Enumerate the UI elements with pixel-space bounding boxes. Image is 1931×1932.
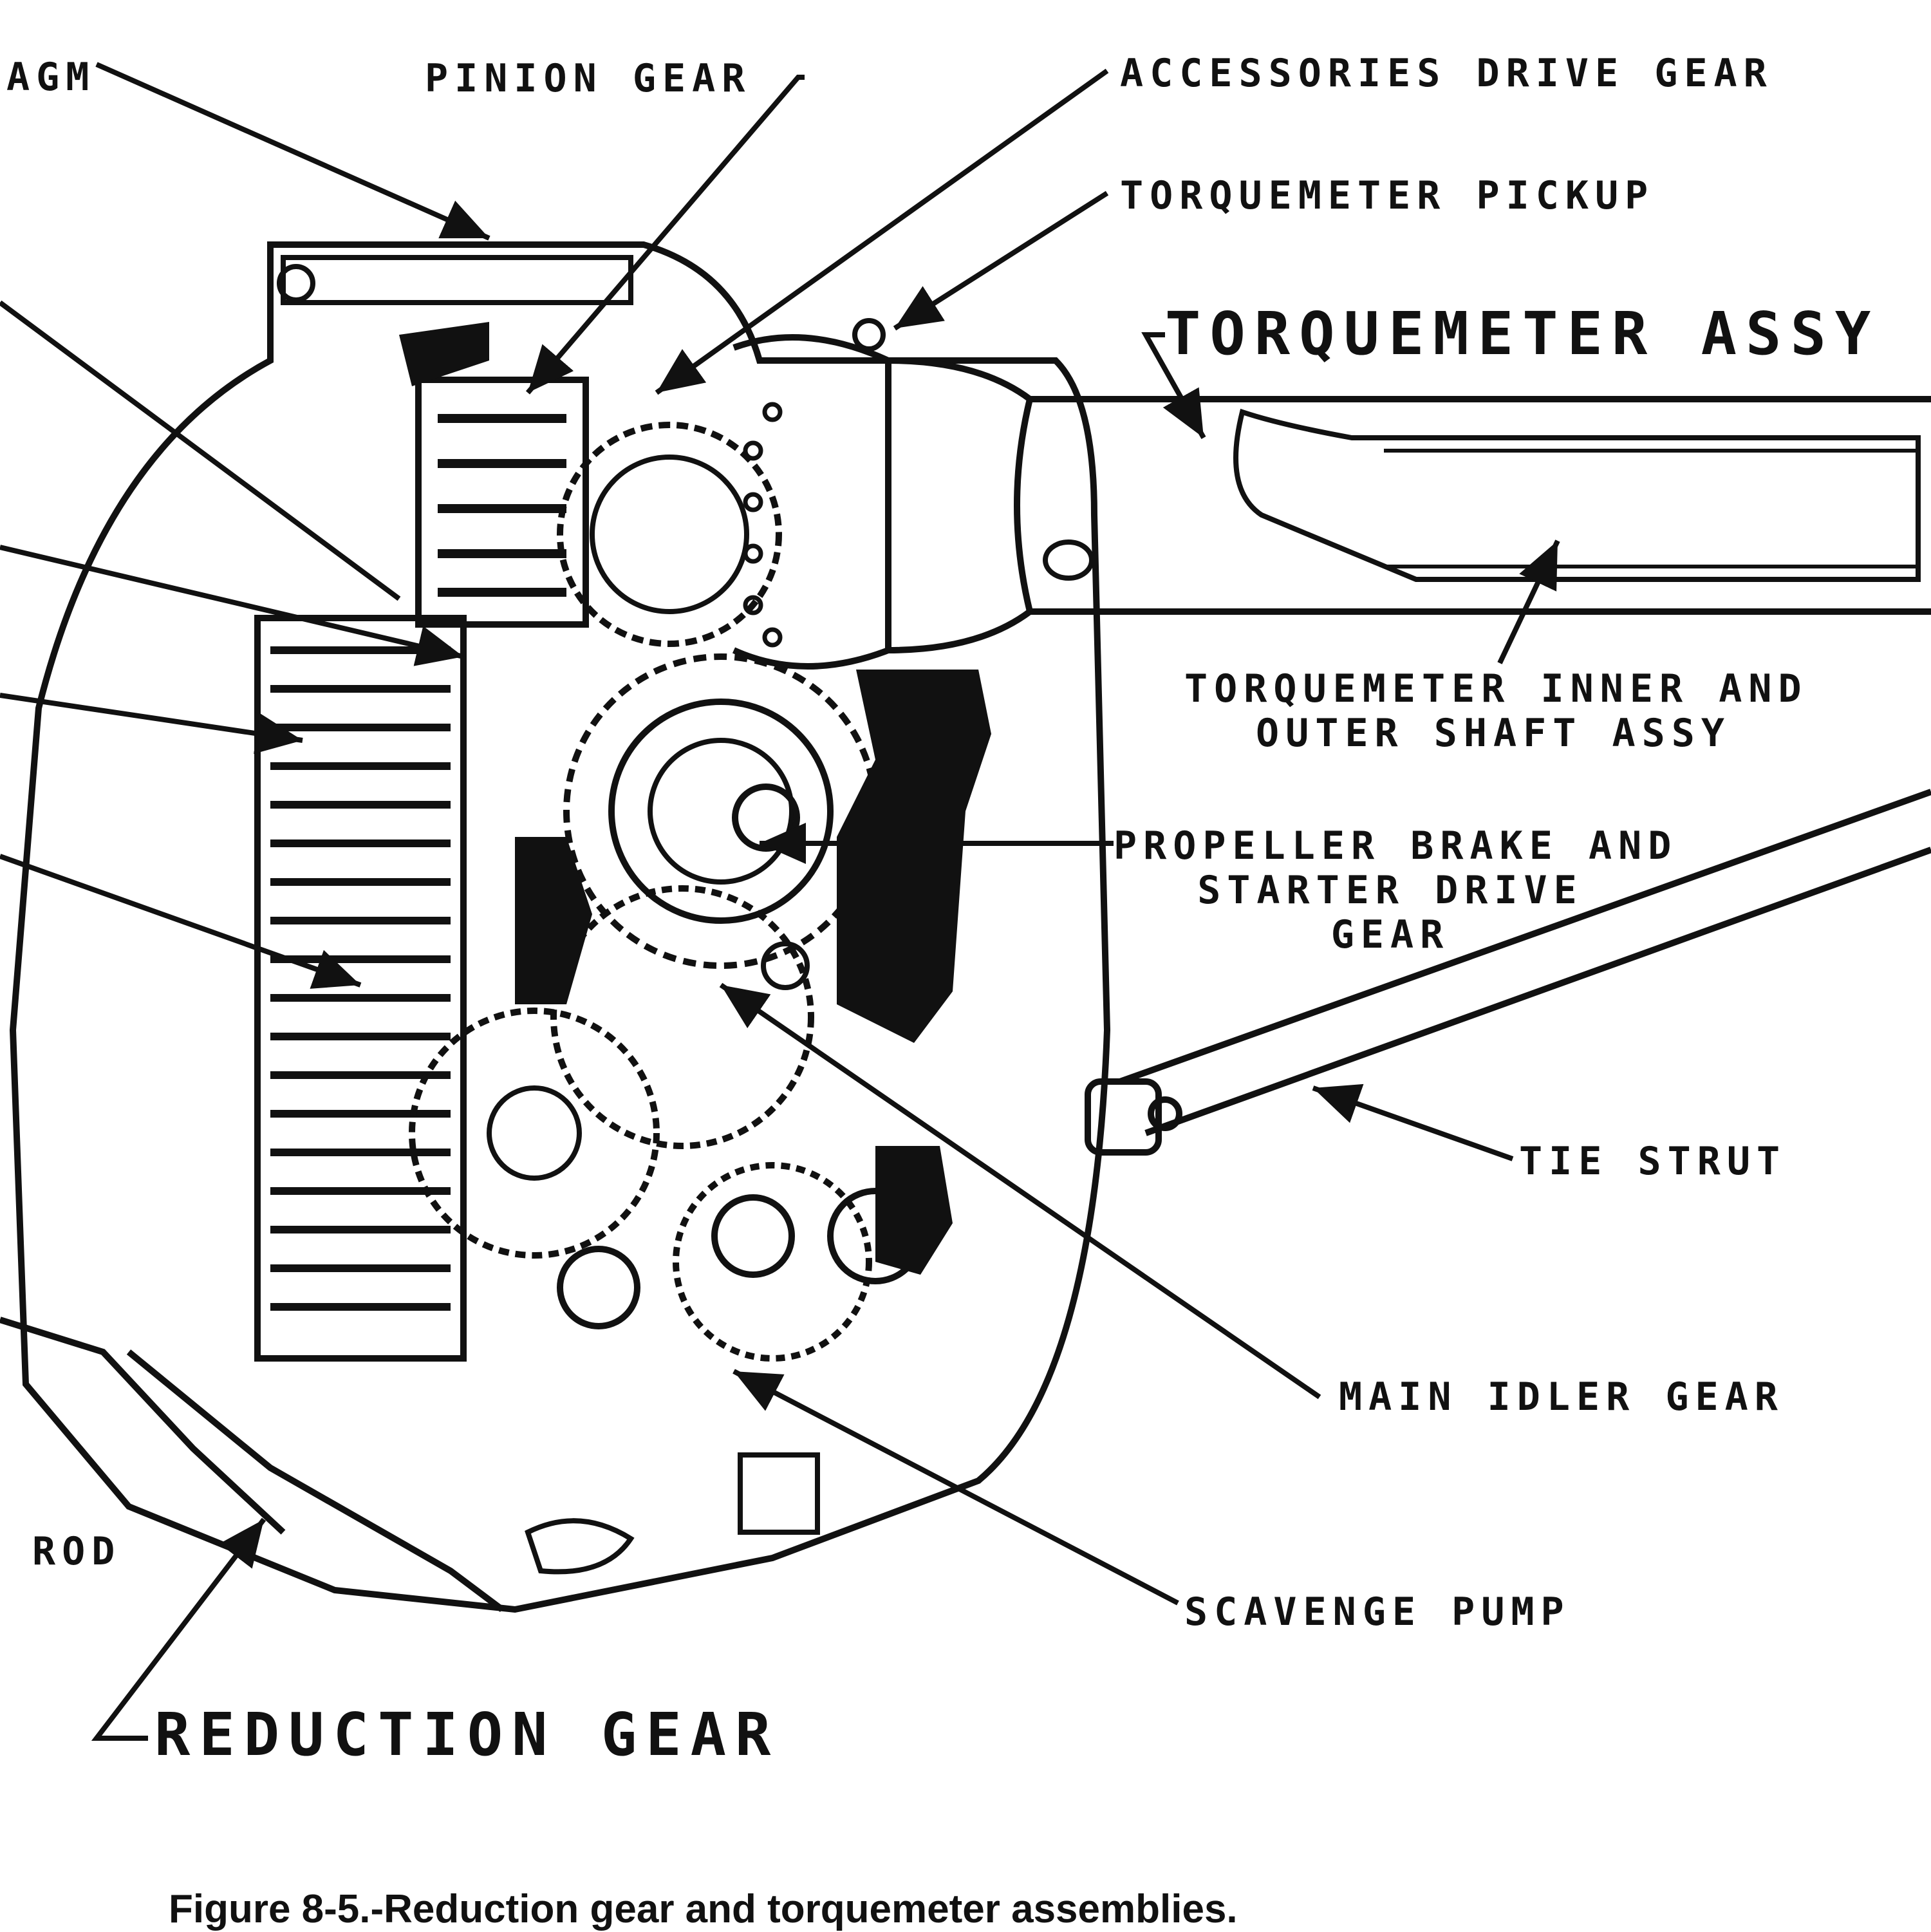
leader-left-4 [0, 854, 362, 989]
label-pinion-gear: PINION GEAR [425, 56, 752, 101]
label-prop-brake: PROPELLER BRAKE AND STARTER DRIVE GEAR [1114, 823, 1678, 957]
arrow-diaphragm [95, 62, 490, 241]
arrow-shaft-assy [1497, 539, 1560, 664]
leader-left-3 [0, 693, 303, 755]
arrow-reduction-gear [91, 1517, 266, 1741]
label-tie-strut: TIE STRUT [1519, 1139, 1787, 1184]
reduction-ring-gear [254, 615, 467, 1362]
label-reduction-gear: REDUCTION GEAR [154, 1700, 780, 1769]
gearbox-housing [9, 241, 1111, 1613]
torquemeter-tube [732, 318, 1931, 670]
lower-gear-train [409, 885, 924, 1362]
pinion-gear-shape [415, 377, 589, 628]
leader-left-1 [0, 300, 401, 601]
lower-housing [0, 1317, 820, 1612]
arrow-main-idler-gear [719, 982, 1321, 1400]
label-rod: ROD [32, 1529, 122, 1574]
label-torquemeter-pickup: TORQUEMETER PICKUP [1120, 173, 1655, 218]
label-main-idler-gear: MAIN IDLER GEAR [1339, 1374, 1784, 1420]
label-shaft-assy: TORQUEMETER INNER AND OUTER SHAFT ASSY [1184, 667, 1802, 756]
label-shaft-assy-line2: OUTER SHAFT ASSY [1256, 711, 1731, 756]
label-shaft-assy-line1: TORQUEMETER INNER AND [1184, 666, 1808, 711]
arrow-torquemeter-pickup [893, 191, 1109, 331]
label-scavenge-pump: SCAVENGE PUMP [1184, 1590, 1571, 1635]
label-accessories-drive-gear: ACCESSORIES DRIVE GEAR [1120, 51, 1773, 96]
arrow-scavenge-pump [732, 1369, 1179, 1606]
arrow-pinion-gear [525, 75, 805, 395]
prop-brake-gear-shape [563, 653, 879, 969]
figure-caption: Figure 8-5.-Reduction gear and torquemet… [169, 1887, 1238, 1931]
label-prop-brake-line2: STARTER DRIVE [1197, 868, 1583, 913]
label-torquemeter-assy: TORQUEMETER ASSY [1165, 299, 1880, 368]
label-prop-brake-line3: GEAR [1330, 912, 1450, 957]
cutaway-shading [399, 322, 991, 1275]
arrow-torquemeter-assy [1141, 332, 1206, 439]
arrow-accessories-drive-gear [655, 68, 1109, 395]
leader-left-2 [0, 545, 464, 666]
accessories-gear-shape [557, 422, 782, 647]
tie-strut-shape [1085, 789, 1931, 1156]
leader-lines [0, 62, 1560, 1741]
label-diaphragm: AGM [6, 55, 96, 100]
label-prop-brake-line1: PROPELLER BRAKE AND [1114, 823, 1678, 868]
arrow-tie-strut [1312, 1083, 1514, 1161]
